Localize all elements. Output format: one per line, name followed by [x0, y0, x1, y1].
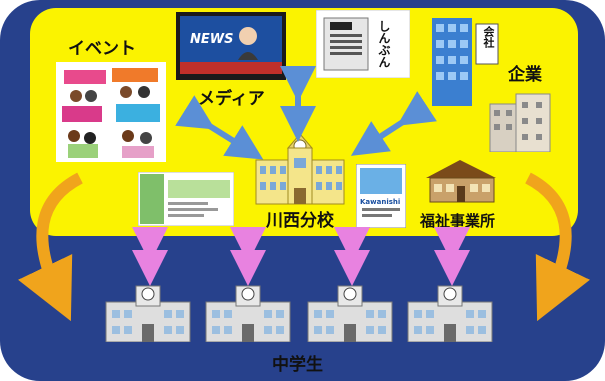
junior-high-school-2	[204, 280, 292, 342]
welfare-facility-illustration	[422, 158, 498, 204]
website-screenshot	[138, 172, 234, 226]
event-illustration	[56, 62, 166, 162]
pamphlet-title: Kawanishi	[360, 198, 401, 206]
news-banner-text: NEWS	[190, 32, 234, 47]
welfare-facility-label: 福祉事業所	[420, 212, 496, 230]
orange-arrows	[18, 172, 590, 322]
kawanishi-school-label: 川西分校	[266, 211, 334, 231]
company-building-illustration: 会社	[422, 10, 504, 106]
junior-high-school-3	[306, 280, 394, 342]
event-label: イベント	[68, 39, 136, 59]
company-sign-text: 会社	[482, 26, 495, 48]
school-shape	[105, 285, 191, 342]
newspaper-illustration: しんぶん	[316, 10, 410, 78]
newspaper-label: しんぶん	[377, 20, 391, 68]
junior-high-school-4	[406, 280, 494, 342]
junior-high-school-1	[104, 280, 192, 342]
kawanishi-pamphlet: Kawanishi	[356, 164, 406, 228]
company-label: 企業	[508, 65, 542, 85]
media-tv-illustration: NEWS	[176, 12, 286, 80]
office-buildings-illustration	[486, 90, 552, 152]
kawanishi-school-illustration	[254, 132, 346, 206]
blue-arrows	[175, 66, 437, 160]
students-label: 中学生	[272, 355, 323, 375]
pink-arrows	[132, 227, 470, 286]
